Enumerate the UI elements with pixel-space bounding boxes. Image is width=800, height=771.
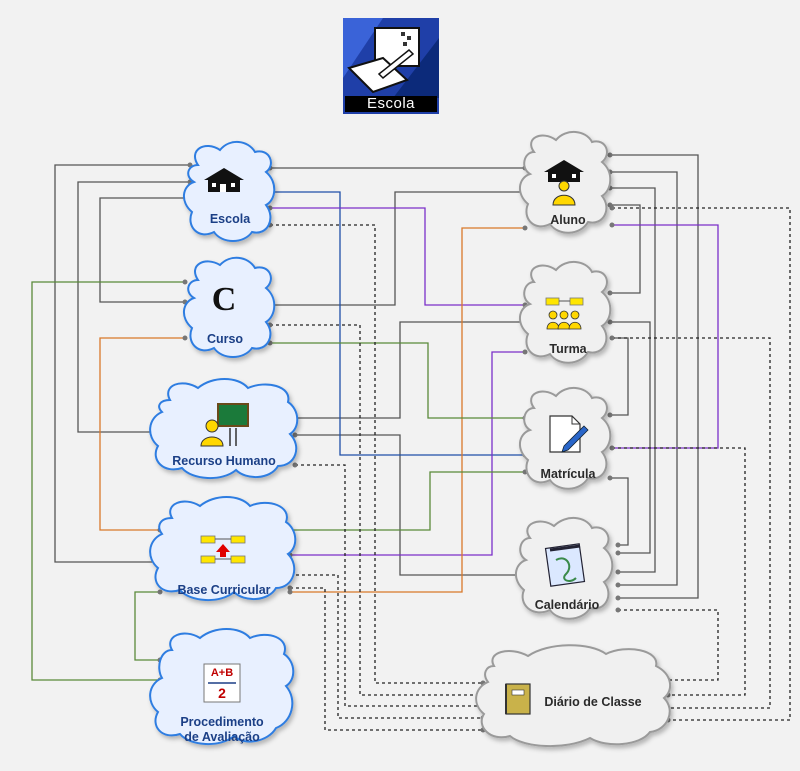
diario-classe-module-label[interactable]: Diário de Classe — [544, 695, 642, 709]
turma-module-label[interactable]: Turma — [549, 342, 587, 356]
school-house-icon — [204, 168, 244, 192]
orange-connectors — [99, 227, 525, 593]
class-group-icon — [545, 297, 584, 330]
calendario-module-label[interactable]: Calendário — [534, 598, 600, 612]
escola-module-label[interactable]: Escola — [209, 212, 251, 226]
procedimento-avaliacao-label-line1[interactable]: Procedimento — [180, 715, 264, 729]
recurso-humano-cloud — [149, 378, 299, 480]
blue-connectors — [270, 191, 525, 456]
course-letter-icon: C — [211, 281, 237, 318]
diario-classe-cloud — [475, 644, 672, 747]
gray-connectors — [54, 154, 699, 599]
matricula-module-label[interactable]: Matrícula — [540, 467, 596, 481]
curriculum-structure-icon — [200, 535, 246, 564]
grading-formula-bottom: 2 — [218, 685, 226, 701]
dashed-connectors — [270, 207, 791, 731]
calendar-icon — [544, 543, 586, 587]
grading-sheet-icon — [203, 663, 241, 703]
student-house-icon — [544, 160, 584, 206]
recurso-humano-module-label[interactable]: Recurso Humano — [172, 454, 276, 468]
escola-logo: Escola — [343, 18, 439, 114]
purple-connectors — [270, 207, 719, 556]
curso-module-label[interactable]: Curso — [206, 332, 244, 346]
logo-caption: Escola — [366, 95, 416, 112]
green-connectors — [31, 281, 525, 681]
teacher-board-icon — [200, 403, 249, 447]
grading-formula-top: A+B — [210, 667, 234, 679]
procedimento-avaliacao-label-line2[interactable]: de Avaliação — [184, 730, 260, 744]
curso-cloud — [183, 256, 276, 358]
logo-artwork — [343, 18, 439, 114]
base-curricular-module-label[interactable]: Base Curricular — [177, 583, 271, 597]
aluno-module-label[interactable]: Aluno — [550, 213, 586, 227]
enrollment-form-icon — [549, 415, 589, 453]
class-diary-book-icon — [505, 683, 531, 715]
